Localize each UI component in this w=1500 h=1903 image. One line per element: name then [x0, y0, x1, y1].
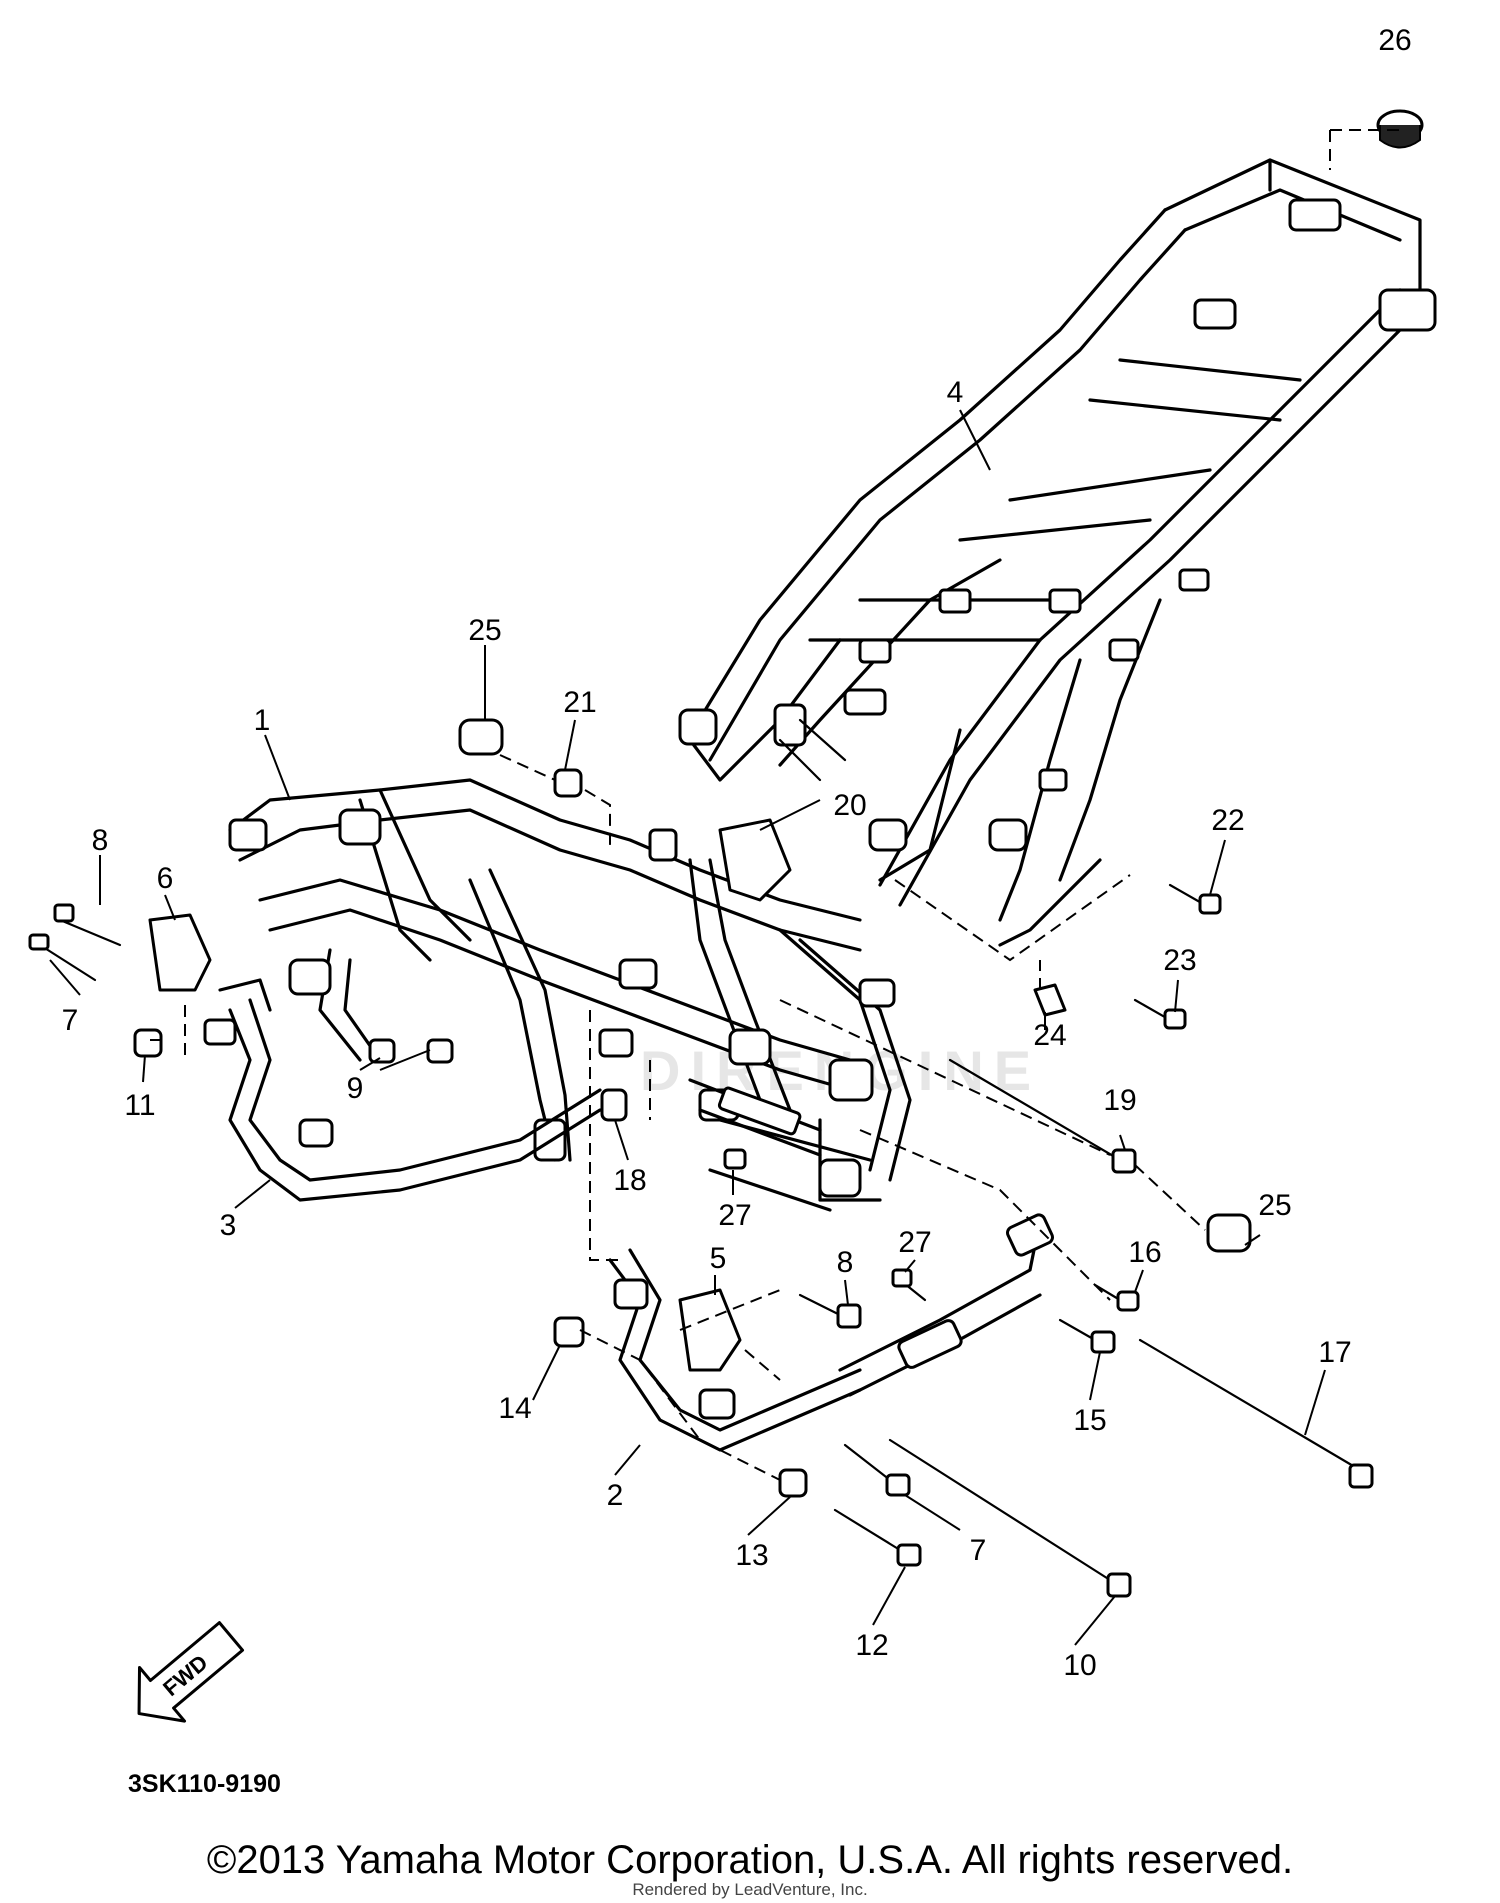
callout-18: 18 [613, 1164, 646, 1197]
callout-2: 2 [607, 1479, 624, 1512]
callout-17: 17 [1318, 1336, 1351, 1369]
callout-12: 12 [855, 1629, 888, 1662]
callout-9: 9 [347, 1072, 364, 1105]
callout-20: 20 [833, 789, 866, 822]
callout-3: 3 [220, 1209, 237, 1242]
callout-15: 15 [1073, 1404, 1106, 1437]
callout-21: 21 [563, 686, 596, 719]
fwd-arrow-icon: FWD [137, 1621, 245, 1723]
right-engine-bracket [838, 1213, 1054, 1397]
callout-4: 4 [947, 376, 964, 409]
engine-bracket-5 [678, 1288, 742, 1372]
callout-8b: 8 [837, 1246, 854, 1279]
callout-27a: 27 [718, 1199, 751, 1232]
callout-26: 26 [1378, 24, 1411, 57]
callout-19: 19 [1103, 1084, 1136, 1117]
front-right-down-tube [608, 1248, 862, 1452]
main-frame [228, 778, 912, 1212]
fasteners [28, 109, 1424, 1598]
callout-11: 11 [124, 1089, 155, 1122]
callout-7a: 7 [62, 1004, 79, 1037]
callout-16: 16 [1128, 1236, 1161, 1269]
callout-labels: 26 4 25 21 1 20 8 6 7 11 22 23 24 9 18 2… [62, 24, 1412, 1682]
callout-22: 22 [1211, 804, 1244, 837]
rear-subframe [678, 158, 1437, 947]
callout-27b: 27 [898, 1226, 931, 1259]
rendered-by-note: Rendered by LeadVenture, Inc. [632, 1880, 868, 1899]
callout-25b: 25 [1258, 1189, 1291, 1222]
callout-25: 25 [468, 614, 501, 647]
callout-14: 14 [498, 1392, 531, 1425]
callout-6: 6 [157, 862, 174, 895]
engine-bracket-6 [148, 913, 212, 992]
copyright-notice: ©2013 Yamaha Motor Corporation, U.S.A. A… [206, 1838, 1294, 1882]
callout-24: 24 [1033, 1019, 1066, 1052]
leader-lines [49, 129, 1400, 1646]
callout-23: 23 [1163, 944, 1196, 977]
callout-10: 10 [1063, 1649, 1096, 1682]
callout-1: 1 [254, 704, 271, 737]
callout-7b: 7 [970, 1534, 987, 1567]
front-left-down-tube [203, 978, 602, 1202]
callout-13: 13 [735, 1539, 768, 1572]
callout-8a: 8 [92, 824, 109, 857]
part-code: 3SK110-9190 [128, 1770, 281, 1798]
callout-5: 5 [710, 1242, 727, 1275]
